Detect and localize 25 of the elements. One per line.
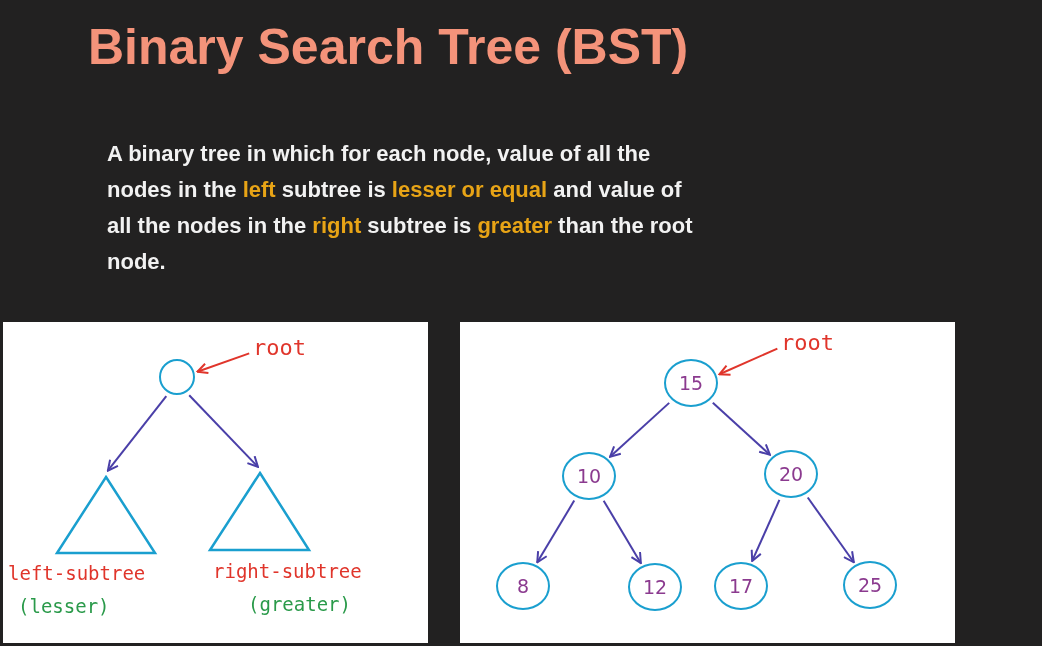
empty-node-circle — [159, 359, 195, 395]
arrow — [711, 401, 771, 456]
subtree-note: (greater) — [248, 593, 351, 615]
arrow — [536, 499, 576, 564]
tree-node-circle: 15 — [664, 359, 718, 407]
arrow — [602, 499, 642, 565]
arrow — [196, 352, 251, 375]
subtree-label: right-subtree — [213, 560, 362, 582]
tree-node-circle: 20 — [764, 450, 818, 498]
tree-node-circle: 10 — [562, 452, 616, 500]
tree-node-circle: 8 — [496, 562, 550, 610]
tree-node-circle: 17 — [714, 562, 768, 610]
arrow — [188, 394, 259, 468]
tree-node-circle: 12 — [628, 563, 682, 611]
subtree-label: left-subtree — [8, 562, 146, 584]
description-text: A binary tree in which for each node, value of all the nodes in the left subtree is lesser or equal and value of all the nodes in the right subtree is greater than the root node. — [107, 140, 694, 276]
arrow — [718, 347, 779, 376]
subtree-note: (lesser) — [18, 595, 110, 617]
title: Binary Search Tree (BST) — [88, 18, 689, 76]
arrow — [609, 401, 671, 458]
root-label: root — [781, 330, 834, 355]
tree-node-circle: 25 — [843, 561, 897, 609]
arrow — [106, 395, 168, 472]
root-label: root — [253, 335, 306, 360]
arrow — [750, 498, 781, 562]
